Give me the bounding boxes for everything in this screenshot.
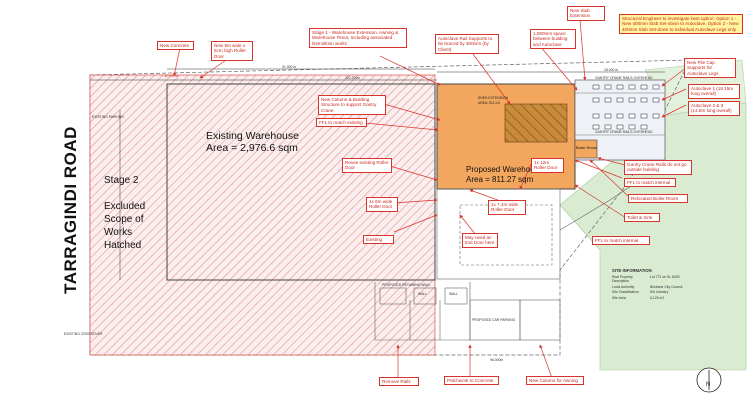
dim-top-mid: 222.200m <box>345 76 361 80</box>
callout-structural-engineer: Structural Engineer to investigate best … <box>619 14 743 34</box>
existing-parking-label: EXISTING PARKING <box>92 115 124 119</box>
callout-autoclave-rail: Autoclave Rail Supports to be braced by … <box>435 34 499 54</box>
shed-extension-label: SHED EXTENSION <box>478 96 508 100</box>
dim-top-left: 21.000 m <box>282 65 297 69</box>
gantry-top-label: GANTRY CRANE RAILS OVERHEAD <box>595 76 653 80</box>
callout-reuse-roller: Reuse existing Roller Door <box>342 158 392 173</box>
callout-roller-74m: 1x 7.4m wide Roller Door <box>488 200 526 215</box>
road-label: TARRAGINDI ROAD <box>61 126 81 294</box>
autoclave-hatch <box>504 103 568 143</box>
callout-spacing: 1,080mm space between building and Autoc… <box>530 29 576 49</box>
callout-autoclave23: Autoclave 2 & 3 (14.8m long overall) <box>688 101 740 116</box>
existing-warehouse-area: Area = 2,976.6 sqm <box>206 142 298 154</box>
existing-warehouse-block <box>166 83 436 281</box>
callout-stage1: Stage 1 - Warehouse Extension, Awning & … <box>309 28 407 48</box>
callout-patchwork: Patchwork to Concrete <box>444 376 499 386</box>
callout-new-column-awning: New Column for Awning <box>526 376 584 386</box>
wall-label-b: WALL <box>449 292 459 296</box>
dimension-lines <box>90 68 665 280</box>
stage2-line4: Works <box>104 227 133 238</box>
callout-toilet: Toilet & Sink <box>624 213 660 223</box>
callout-ffl-internal: FFL to match internal <box>624 178 676 188</box>
north-arrow-label: N <box>706 382 711 388</box>
callout-autoclave1: Autoclave 1 (18.15m long overall) <box>688 84 740 99</box>
callout-gantry-rails: Gantry Crane Rails do not go outside bui… <box>624 160 692 175</box>
callout-exit-door: May need an Exit Door here <box>462 233 498 248</box>
proposed-warehouse-title: Proposed Warehouse <box>466 165 544 174</box>
stage2-line3: Scope of <box>104 214 144 225</box>
callout-new-pile-cap: New Pile Cap Supports for Autoclave Legs <box>684 58 736 78</box>
parking-label: PROPOSED CAR PARKING <box>472 318 516 322</box>
wall-label-a: WALL <box>418 292 428 296</box>
existing-crossover-label: EXISTING CROSSOVER <box>64 332 103 336</box>
dim-left: 10 ex m <box>164 73 179 78</box>
callout-roller-door-5m: New 5m wide x 5cm high Roller Door <box>211 41 253 61</box>
retaining-wall-label: PROPOSED RETAINING WALL <box>382 283 431 287</box>
boiler-room <box>574 139 598 159</box>
site-info-heading: SITE INFORMATION <box>612 268 652 273</box>
stage2-line5: Hatched <box>104 240 142 251</box>
callout-new-slab: New Slab Extension <box>567 6 605 21</box>
callout-existing: Existing <box>363 235 394 245</box>
callout-new-concrete: New Concrete <box>157 41 194 51</box>
callout-roller-12m: 1x 12m Roller Door <box>531 158 564 173</box>
callout-leaders <box>172 19 687 385</box>
proposed-warehouse-area: Area = 811.27 sqm <box>466 175 534 184</box>
callout-roller-6m: 1x 6m wide Roller Door <box>366 197 398 212</box>
site-information: SITE INFORMATION Real Property Descripti… <box>612 268 708 301</box>
gantry-mid-label: GANTRY CRANE RAILS OVERHEAD <box>595 130 653 134</box>
boiler-room-label: Boiler Room <box>576 146 597 150</box>
callout-relocated-boiler: Relocated Boiler Room <box>628 194 688 204</box>
dim-bottom: 96.000m <box>490 358 504 362</box>
extension-area-label: AREA: 811 m2 <box>478 101 501 105</box>
existing-warehouse-title: Existing Warehouse <box>206 130 299 142</box>
callout-remove-rails: Remove Rails <box>379 377 419 387</box>
north-arrow <box>696 367 722 393</box>
callout-ffl-existing: FFL to match existing <box>316 118 367 128</box>
autoclave-legs <box>592 84 660 130</box>
stage2-line2: Excluded <box>104 201 146 212</box>
stage2-line1: Stage 2 <box>104 175 139 186</box>
dim-top-right: 18.000 m <box>604 68 619 72</box>
callout-new-column-gantry: New Column & Building Structure to suppo… <box>318 95 386 115</box>
callout-ffl-internal2: FFL to match internal <box>592 236 650 246</box>
